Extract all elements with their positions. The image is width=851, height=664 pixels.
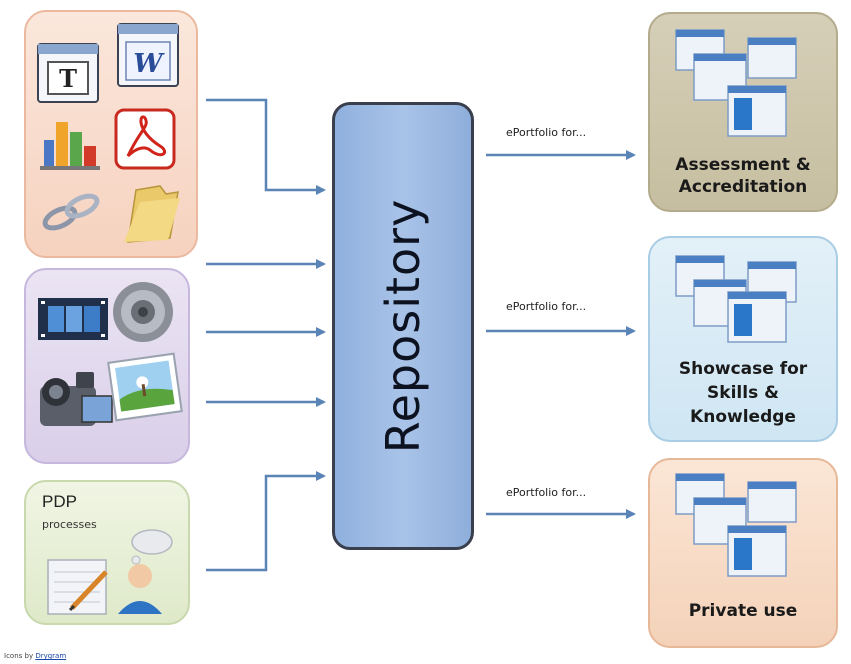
eportfolio-label-2: ePortfolio for...: [506, 300, 587, 313]
assessment-title-line-2: Accreditation: [678, 177, 808, 197]
arrow-docs: [206, 98, 326, 195]
credit-link[interactable]: Drygram: [35, 652, 67, 660]
window-stack-icon-2: [675, 255, 797, 343]
picture-icon: [107, 352, 183, 422]
notepad-pen-icon: [47, 559, 108, 615]
word-document-icon: W: [117, 23, 179, 87]
eportfolio-label-1: ePortfolio for...: [506, 126, 587, 139]
output-arrows: [486, 150, 636, 519]
private-title: Private use: [688, 601, 798, 621]
bar-chart-icon: [40, 122, 100, 170]
pdp-subtitle: processes: [42, 518, 97, 531]
window-stack-icon-1: [675, 29, 797, 137]
window-stack-icon-3: [675, 473, 797, 577]
arrow-pdp: [206, 471, 326, 572]
showcase-title-line-1: Showcase for: [678, 359, 808, 379]
folder-icon: [124, 185, 180, 243]
svg-text:T: T: [59, 64, 77, 93]
video-camera-icon: [40, 372, 113, 426]
film-strip-icon: [38, 298, 108, 340]
eportfolio-label-3: ePortfolio for...: [506, 486, 587, 499]
link-icon: [42, 193, 100, 231]
svg-text:W: W: [133, 49, 165, 79]
repository-box: Repository: [332, 102, 474, 550]
assessment-title-line-1: Assessment &: [675, 155, 811, 175]
pdf-icon: [114, 108, 176, 170]
speaker-icon: [113, 282, 173, 342]
person-thinking-icon: [118, 529, 173, 614]
text-document-icon: T: [37, 43, 99, 103]
credit-prefix: Icons by: [4, 652, 34, 660]
showcase-title-line-3: Knowledge: [690, 407, 796, 427]
showcase-title-line-2: Skills &: [707, 383, 779, 403]
icon-credit: Icons by Drygram: [4, 652, 66, 660]
pdp-title: PDP: [42, 492, 77, 511]
input-arrows: [206, 98, 326, 572]
